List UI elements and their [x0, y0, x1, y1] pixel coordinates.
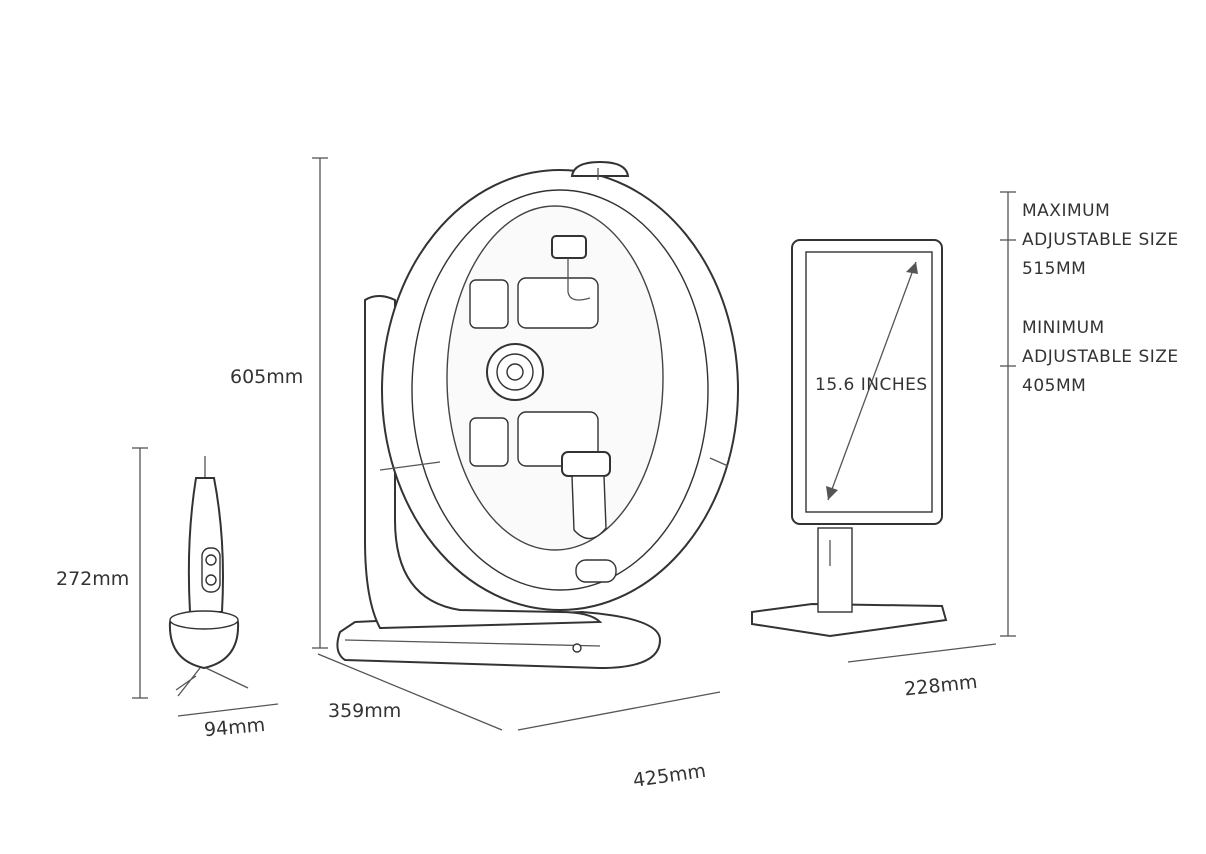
label-depth: 359mm — [328, 700, 401, 722]
light-panel-top — [517, 277, 599, 329]
width-dim-line — [517, 691, 721, 731]
monitor-pole — [817, 527, 853, 613]
label-min-3: 405MM — [1022, 376, 1086, 396]
chin-rest — [561, 451, 611, 477]
monitor-screen — [805, 251, 933, 513]
light-panel-bottom-left — [469, 417, 509, 467]
forehead-rest — [551, 235, 587, 259]
label-monitor-width: 228mm — [903, 671, 978, 701]
dimension-lines — [132, 157, 1016, 731]
light-panel-top-left — [469, 279, 509, 329]
probe-width-dim-line — [177, 703, 279, 717]
label-probe-height: 272mm — [56, 568, 129, 590]
label-min-2: ADJUSTABLE SIZE — [1022, 347, 1179, 367]
monitor-base — [751, 602, 948, 638]
handheld-probe — [168, 456, 249, 697]
screen-diagonal — [827, 261, 917, 501]
depth-dim-line — [317, 653, 503, 731]
label-width: 425mm — [632, 760, 708, 792]
label-height: 605mm — [230, 366, 303, 388]
base-screw — [572, 643, 582, 653]
label-min-1: MINIMUM — [1022, 318, 1105, 338]
label-screen-size: 15.6 INCHES — [815, 375, 928, 395]
label-probe-width: 94mm — [203, 714, 266, 741]
bottom-slot — [575, 559, 617, 583]
probe-body — [187, 477, 224, 613]
labels: 605mm 272mm 94mm 359mm 425mm 228mm 15.6 … — [56, 201, 1179, 792]
monitor — [751, 239, 948, 638]
monitor-width-dim-line — [847, 643, 997, 663]
skin-analyzer-device — [336, 160, 739, 670]
label-max-1: MAXIMUM — [1022, 201, 1110, 221]
label-max-3: 515MM — [1022, 259, 1086, 279]
top-handle — [570, 160, 630, 177]
label-max-2: ADJUSTABLE SIZE — [1022, 230, 1179, 250]
